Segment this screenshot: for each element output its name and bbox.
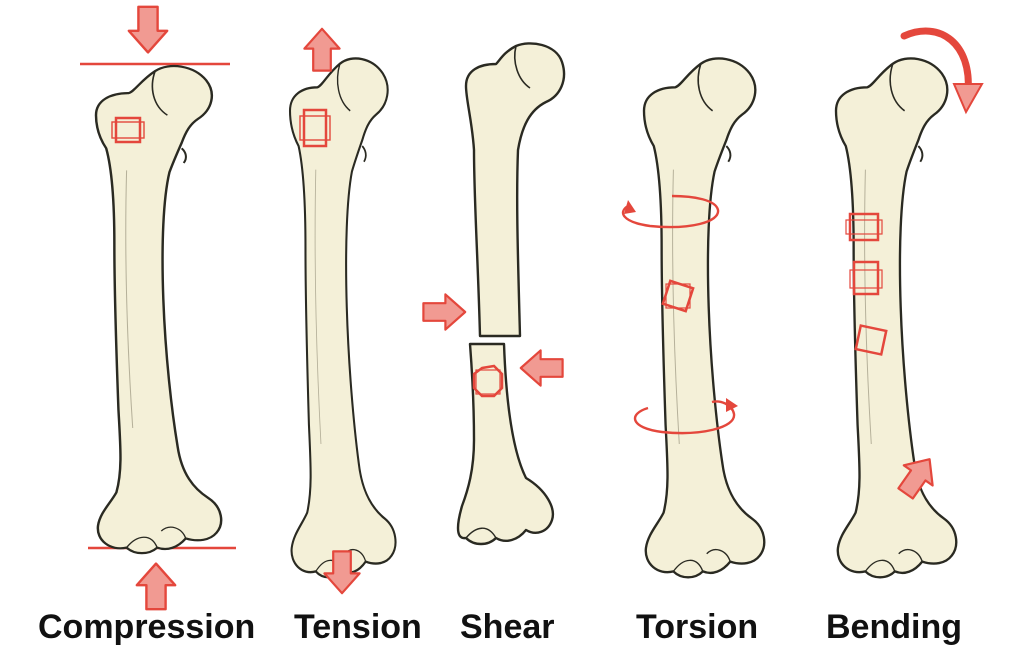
stress-diamond-outline	[665, 283, 691, 309]
stress-rectangle-icon	[302, 108, 328, 148]
stress-square-icon	[848, 212, 880, 242]
tension-bone	[288, 57, 397, 579]
panel-shear	[422, 42, 566, 546]
stress-octagon-icon	[472, 364, 504, 398]
torsion-bone	[642, 57, 766, 579]
stress-square-icon	[114, 116, 142, 144]
panel-tension	[288, 27, 397, 595]
stress-rectangle-outline	[299, 115, 331, 141]
down-arrow-icon	[127, 5, 169, 54]
left-arrow-icon	[519, 349, 564, 387]
panel-bending	[834, 27, 984, 579]
stress-square-middle-outline	[849, 269, 883, 289]
curved-arrow-icon	[900, 27, 984, 115]
stress-octagon-outline	[475, 369, 501, 395]
shear-bone-upper	[464, 42, 566, 338]
label-shear: Shear	[460, 608, 555, 646]
right-arrow-icon	[422, 293, 467, 331]
stress-square-outline-top	[845, 219, 883, 235]
up-arrow-icon	[135, 562, 177, 611]
panel-torsion	[621, 57, 766, 579]
label-bending: Bending	[826, 608, 962, 646]
stress-square-bottom	[854, 324, 888, 356]
up-arrow-icon	[303, 27, 341, 72]
bending-bone	[834, 57, 958, 579]
panel-compression	[80, 5, 236, 611]
label-torsion: Torsion	[636, 608, 758, 646]
stress-square-outline	[111, 121, 145, 139]
label-tension: Tension	[294, 608, 422, 646]
rotation-arrow-icon	[621, 194, 720, 229]
rotation-arrow-icon	[633, 398, 738, 435]
stress-square-middle	[852, 260, 880, 296]
label-compression: Compression	[38, 608, 255, 646]
